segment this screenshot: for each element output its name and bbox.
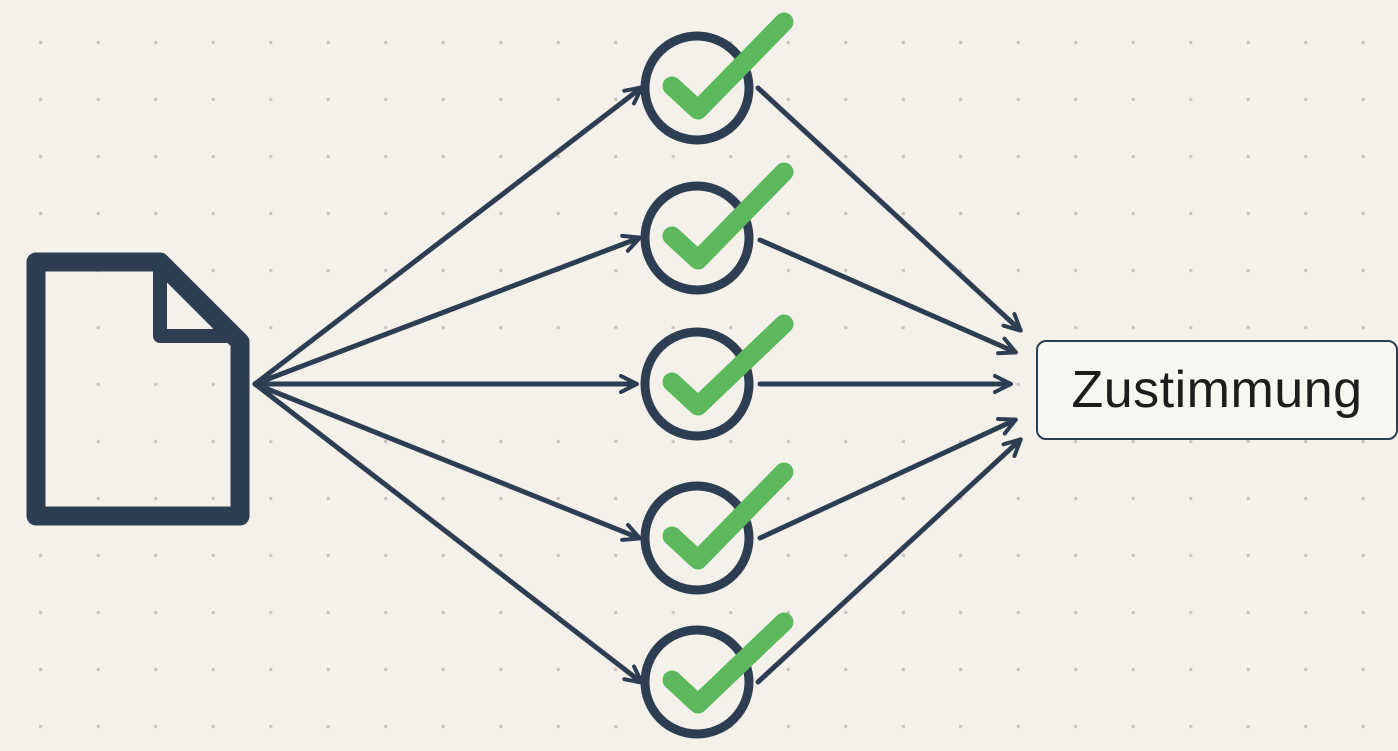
arrow-doc-to-check-1 [252,85,644,387]
arrow-check-2-to-target [757,237,1018,356]
check-circle-icon [640,162,794,295]
arrow-check-1-to-target [755,85,1023,333]
fan-out-arrows [252,85,644,685]
check-circle-icon [640,314,794,441]
arrow-check-5-to-target [755,437,1023,685]
consent-box: Zustimmung [1036,340,1398,440]
fan-in-arrows [755,85,1023,685]
arrow-check-4-to-target [757,417,1018,541]
check-circle-icon [640,462,794,595]
arrow-doc-to-check-4 [252,381,642,542]
arrow-doc-to-check-2 [252,233,642,387]
document-icon [26,252,250,526]
consent-label: Zustimmung [1071,361,1363,419]
arrow-doc-to-check-5 [252,381,644,685]
check-circle-icon [640,612,794,739]
check-circle-icon [640,12,794,145]
